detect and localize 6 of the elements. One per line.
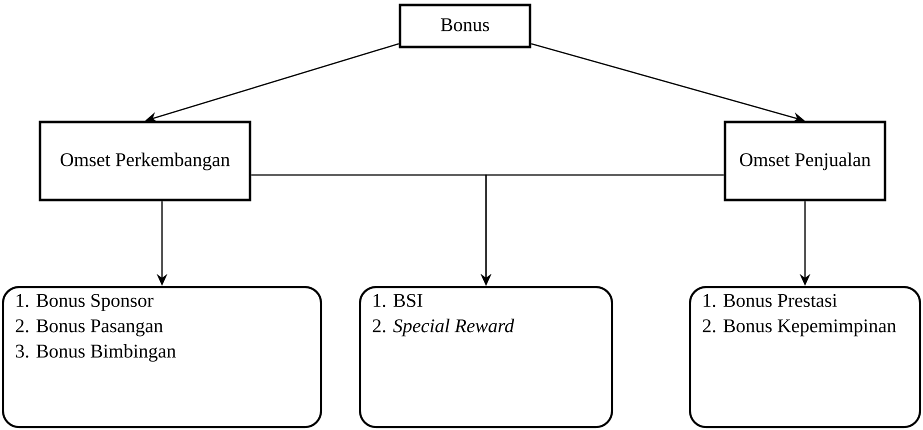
list-box: 1. Bonus Sponsor 2. Bonus Pasangan 3. Bonus Bimbingan: [2, 286, 322, 428]
category-box: Bonus: [398, 4, 532, 48]
list-box: 1. Bonus Prestasi 2. Bonus Kepemimpinan: [688, 286, 922, 428]
category-box: Omset Perkembangan: [38, 120, 252, 202]
category-box: Omset Penjualan: [724, 120, 886, 202]
list-box: 1. BSI 2. Special Reward: [358, 286, 614, 428]
